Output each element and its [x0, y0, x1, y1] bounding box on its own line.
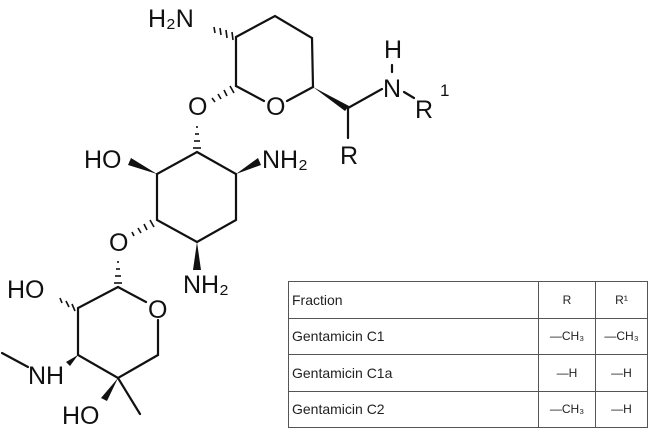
fraction-table: Fraction R R¹ Gentamicin C1 —CH₃ —CH₃ Ge…	[288, 281, 648, 428]
glycosidic-oxygen-label: O	[109, 229, 128, 257]
r1-label: R	[415, 96, 433, 124]
wedge-bond	[313, 87, 349, 111]
table-row: Gentamicin C1 —CH₃ —CH₃	[288, 317, 648, 355]
hashed-bond	[211, 26, 235, 103]
r1-superscript: 1	[440, 81, 449, 100]
r1-value: —H	[595, 390, 648, 428]
r-value: —H	[538, 354, 596, 392]
table-row: Gentamicin C2 —CH₃ —H	[288, 390, 648, 428]
nh-label: NH	[28, 362, 64, 390]
nitrogen-label: N	[383, 75, 401, 103]
garosamine-ring	[0, 261, 160, 416]
header-r: R	[538, 281, 596, 319]
ho-label: HO	[84, 146, 122, 174]
r1-value: —CH₃	[595, 317, 648, 355]
ho-label: HO	[62, 402, 100, 430]
purpurosamine-ring	[211, 14, 416, 140]
table-row: Gentamicin C1a —H —H	[288, 354, 648, 392]
h2n-label: H₂N	[148, 5, 194, 33]
r1-value: —H	[595, 354, 648, 392]
nh2-label: NH₂	[183, 271, 229, 299]
header-fraction: Fraction	[288, 281, 539, 319]
r-value: —CH₃	[538, 390, 596, 428]
r-label: R	[340, 142, 358, 170]
glycosidic-oxygen-label: O	[188, 93, 207, 121]
ho-label: HO	[7, 276, 45, 304]
header-r1: R¹	[595, 281, 648, 319]
r-value: —CH₃	[538, 317, 596, 355]
fraction-name: Gentamicin C2	[288, 390, 539, 428]
ring-oxygen-label: O	[266, 93, 285, 121]
fraction-name: Gentamicin C1	[288, 317, 539, 355]
table-header-row: Fraction R R¹	[288, 281, 648, 319]
ring-oxygen-label: O	[148, 296, 167, 324]
nh2-label: NH₂	[262, 146, 308, 174]
fraction-name: Gentamicin C1a	[288, 354, 539, 392]
nh-hydrogen-label: H	[384, 36, 402, 64]
deoxystreptamine-ring	[128, 126, 261, 270]
